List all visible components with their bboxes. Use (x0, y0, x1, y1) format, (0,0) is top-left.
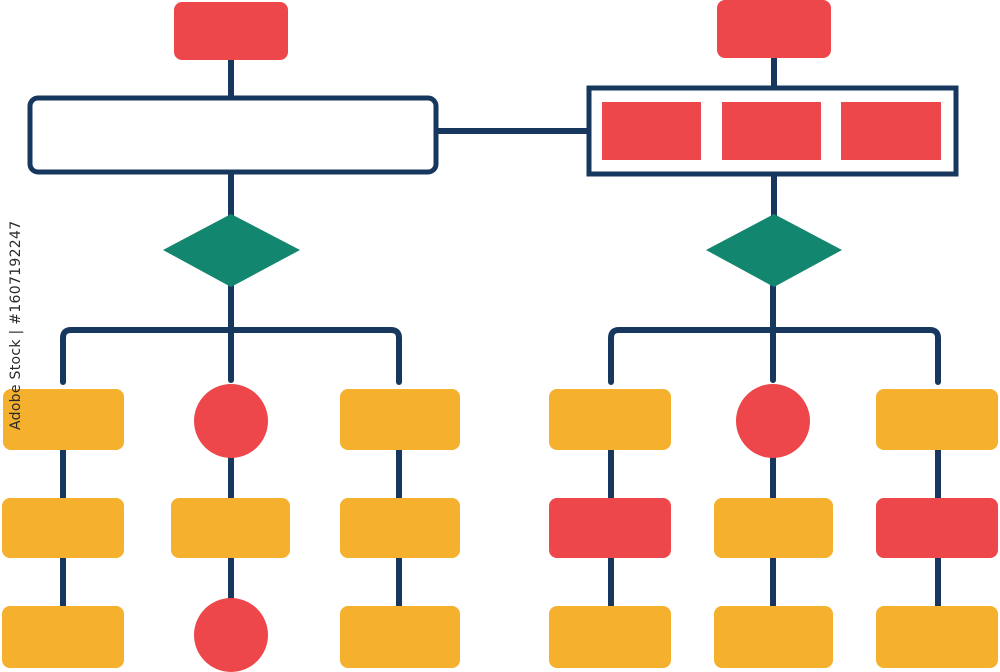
left-start-node (174, 2, 288, 60)
col5-row2-box (714, 498, 833, 558)
left-decision-diamond (163, 214, 300, 287)
right-decision-diamond (706, 214, 842, 287)
right-start-node (717, 0, 831, 58)
left-header-block (27, 95, 439, 175)
connectors (60, 55, 941, 611)
col5-row1-circle (736, 384, 810, 458)
col1-row3-box (2, 606, 124, 668)
col3-row1-box (340, 389, 460, 450)
col1-row2-box (2, 498, 124, 558)
right-header-segment-2 (722, 102, 821, 160)
col2-row1-circle (194, 384, 268, 458)
col4-row2-box (549, 498, 671, 558)
col6-row3-box (876, 606, 998, 668)
right-header-segment-1 (602, 102, 701, 160)
col2-row2-box (171, 498, 290, 558)
col6-row2-box (876, 498, 998, 558)
connector-right-branch (608, 327, 941, 385)
right-header-segment-3 (841, 102, 941, 160)
col4-row1-box (549, 389, 671, 450)
connector-left-branch (60, 327, 402, 385)
col2-row3-circle (194, 598, 268, 672)
col4-row3-box (549, 606, 671, 668)
col1-row1-box (3, 389, 124, 450)
col6-row1-box (876, 389, 998, 450)
col3-row3-box (340, 606, 460, 668)
stock-id-watermark: Adobe Stock | #1607192247 (8, 220, 24, 430)
col5-row3-box (714, 606, 833, 668)
col3-row2-box (340, 498, 460, 558)
